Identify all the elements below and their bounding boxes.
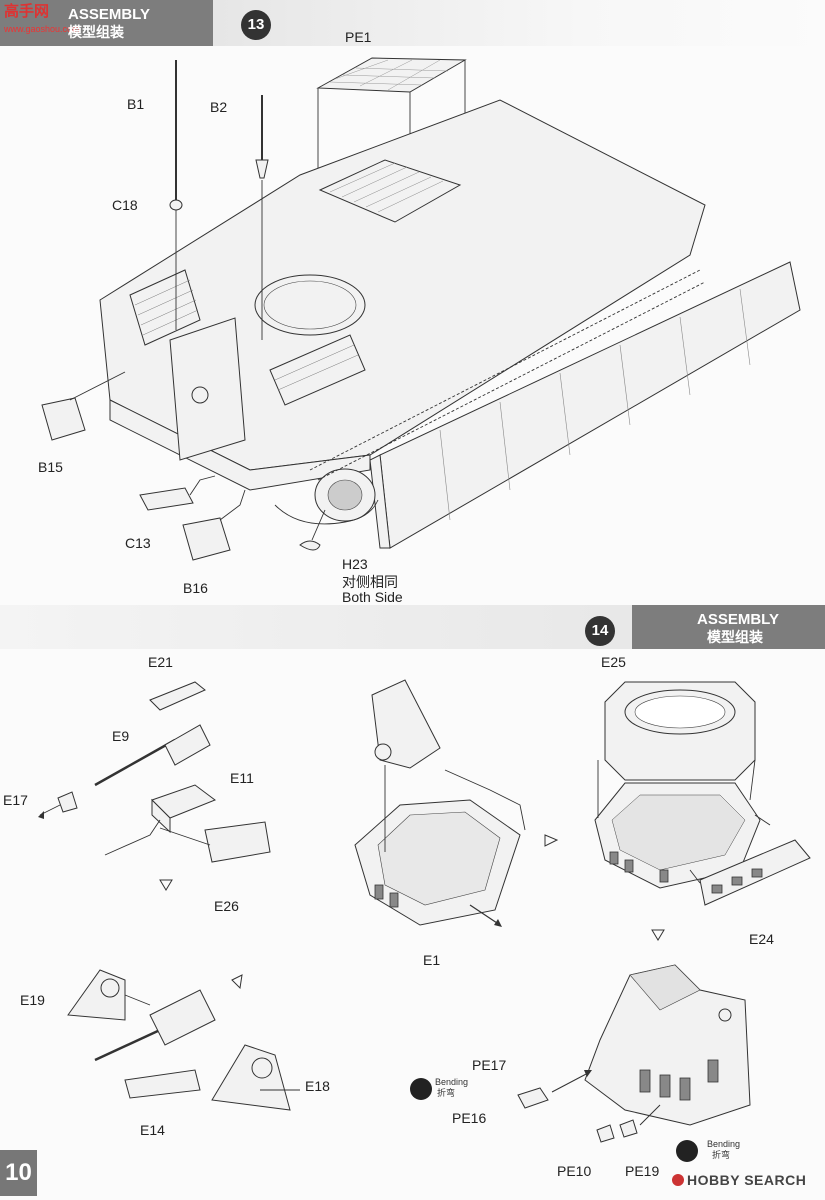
e14-part <box>124 1069 201 1099</box>
hobby-search-logo-icon <box>672 1174 684 1186</box>
label-b1: B1 <box>127 96 145 112</box>
assembly-banner-13 <box>0 0 213 46</box>
banner-title-cn-13: 模型组装 <box>68 24 124 40</box>
e21-part <box>149 681 206 711</box>
assembly-banner-14 <box>632 605 825 649</box>
label-e21: E21 <box>148 654 173 670</box>
e25-turret-ring-part <box>594 681 761 889</box>
c13-part <box>139 487 194 511</box>
label-pe19: PE19 <box>625 1163 660 1179</box>
label-e14: E14 <box>140 1122 165 1138</box>
antenna-b2-part <box>255 95 269 340</box>
label-c18: C18 <box>112 197 138 213</box>
label-e25: E25 <box>601 654 626 670</box>
label-e1: E1 <box>423 952 441 968</box>
label-b16: B16 <box>183 580 208 596</box>
pe16-pe17-part <box>517 1087 549 1109</box>
e1-basket-part <box>354 679 526 927</box>
label-pe1: PE1 <box>345 29 372 45</box>
watermark-logo: 高手网 <box>4 3 50 20</box>
e18-part <box>211 1044 291 1111</box>
label-b15: B15 <box>38 459 63 475</box>
label-e9: E9 <box>112 728 130 744</box>
step-number-14: 14 <box>585 616 615 646</box>
label-e18: E18 <box>305 1078 330 1094</box>
label-both-side-en: Both Side <box>342 589 403 605</box>
e17-part <box>57 791 78 813</box>
hull-assembly-drawing <box>41 57 801 561</box>
step-number-13: 13 <box>241 10 271 40</box>
page-number: 10 <box>0 1150 37 1196</box>
label-both-side-cn: 对侧相同 <box>342 574 398 590</box>
label-e17: E17 <box>3 792 28 808</box>
pe10-part <box>596 1124 615 1143</box>
bending-icon <box>410 1078 432 1100</box>
e26-part <box>204 821 271 863</box>
finished-turret <box>584 964 751 1126</box>
label-pe17: PE17 <box>472 1057 507 1073</box>
antenna-b1-part <box>169 60 183 330</box>
hull-body <box>99 99 801 549</box>
label-e24: E24 <box>749 931 774 947</box>
label-h23: H23 <box>342 556 368 572</box>
label-b2: B2 <box>210 99 228 115</box>
pe19-part <box>619 1119 638 1138</box>
label-c13: C13 <box>125 535 151 551</box>
watermark-url: www.gaoshou.com <box>4 24 80 34</box>
banner-title-en-13: ASSEMBLY <box>68 6 150 23</box>
banner-title-en-14: ASSEMBLY <box>697 611 779 628</box>
label-e26: E26 <box>214 898 239 914</box>
bending-label-cn: 折弯 <box>437 1088 456 1098</box>
bending-label-en: Bending <box>707 1139 741 1149</box>
b15-part <box>41 397 86 441</box>
label-pe10: PE10 <box>557 1163 592 1179</box>
banner-gradient <box>213 0 825 46</box>
h23-part <box>299 540 321 551</box>
bending-label-en: Bending <box>435 1077 469 1087</box>
bending-label-cn: 折弯 <box>712 1150 731 1160</box>
b16-part <box>182 517 231 561</box>
e19-part <box>67 969 126 1021</box>
banner-title-cn-14: 模型组装 <box>707 629 763 645</box>
label-e11: E11 <box>230 770 254 786</box>
label-e19: E19 <box>20 992 45 1008</box>
label-pe16: PE16 <box>452 1110 487 1126</box>
bending-icon <box>676 1140 698 1162</box>
e9-gun-part <box>94 724 211 787</box>
gun-assembly <box>94 989 216 1062</box>
hobby-search-watermark: HOBBY SEARCH <box>687 1172 807 1188</box>
